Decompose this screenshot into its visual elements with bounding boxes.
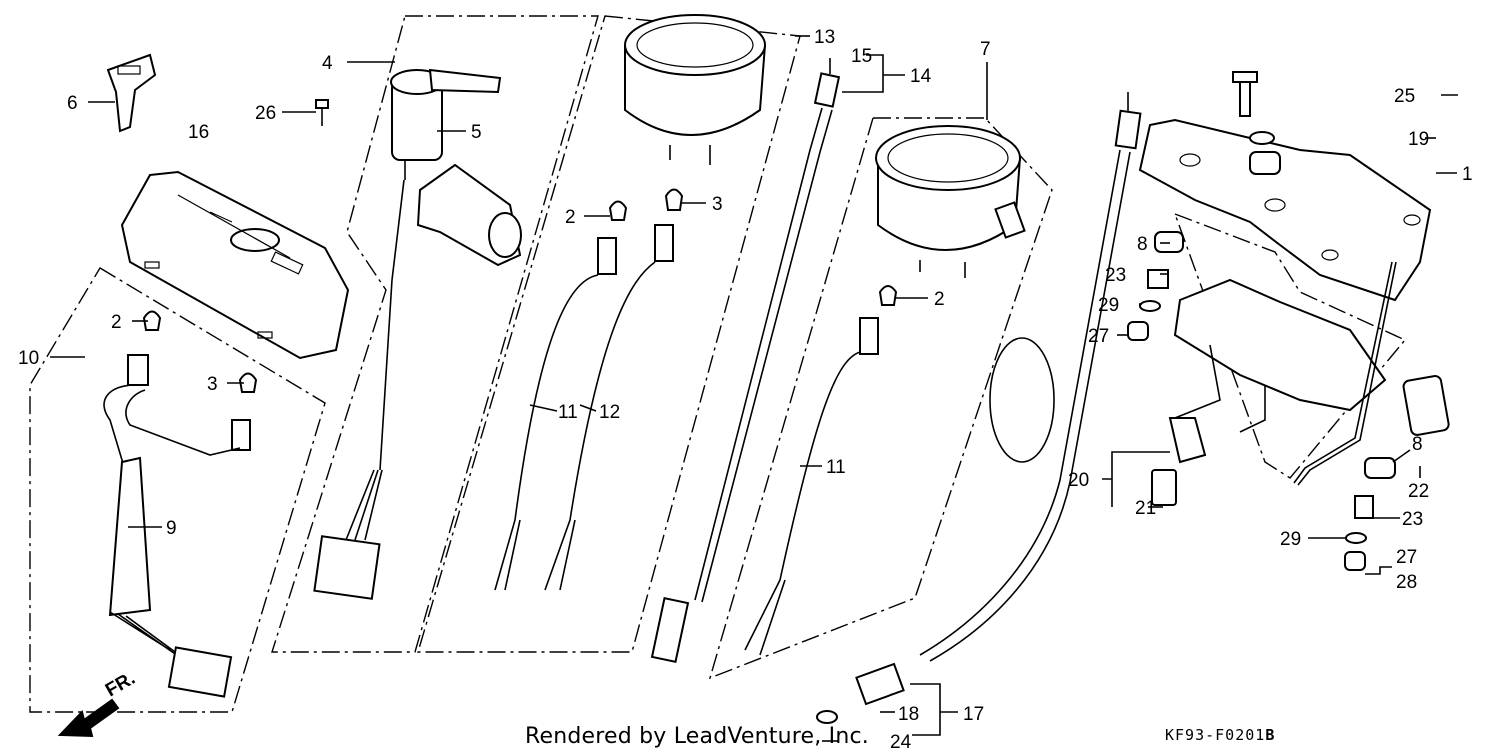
callout-8: 8: [1137, 234, 1148, 255]
callout-13: 13: [814, 27, 835, 48]
callout-3: 3: [207, 374, 218, 395]
callout-26: 26: [255, 103, 276, 124]
socket-11-part: [494, 237, 617, 591]
tachometer-part: [875, 125, 1026, 278]
callout-3: 3: [712, 194, 723, 215]
callout-1: 1: [1462, 164, 1473, 185]
callout-29: 29: [1098, 295, 1119, 316]
tachometer-cable-part: [816, 92, 1142, 724]
speedometer-cable-part: [650, 58, 841, 664]
group-outline-7: [708, 117, 1053, 680]
callout-17: 17: [963, 704, 984, 725]
indicator-harness-part: [103, 354, 251, 698]
bulb-2-left-part: [142, 310, 162, 331]
callout-18: 18: [898, 704, 919, 725]
speedometer-part: [624, 14, 766, 165]
callout-6: 6: [67, 93, 78, 114]
bulb-3-mid-part: [664, 188, 684, 211]
credit-text: Rendered by LeadVenture, Inc.: [525, 724, 869, 749]
callout-20: 20: [1068, 470, 1089, 491]
socket-12-part: [544, 224, 674, 591]
callout-labels: 1 2 2 2 3 3 4 5 6 7 8 8 9 10 11 11 12 13…: [18, 27, 1473, 753]
group-outline-4: [271, 15, 599, 653]
callout-11: 11: [826, 457, 846, 478]
callout-28: 28: [1396, 572, 1417, 593]
callout-15: 15: [851, 46, 872, 67]
screw-part: [315, 99, 329, 126]
callout-23: 23: [1402, 509, 1423, 530]
callout-22: 22: [1408, 481, 1429, 502]
callout-27: 27: [1396, 547, 1417, 568]
callout-9: 9: [166, 518, 177, 539]
key-part: [106, 53, 157, 133]
bulb-2-mid-part: [608, 200, 628, 221]
bulb-3-left-part: [238, 372, 258, 393]
callout-7: 7: [980, 39, 991, 60]
front-direction-arrow: FR.: [57, 668, 139, 738]
callout-24: 24: [890, 732, 912, 753]
diagram-code-suffix: B: [1265, 726, 1276, 744]
callout-12: 12: [599, 402, 620, 423]
callout-2: 2: [934, 289, 945, 310]
callout-29: 29: [1280, 529, 1301, 550]
diagram-code-prefix: KF93-F0201: [1165, 726, 1266, 744]
callout-27: 27: [1088, 326, 1109, 347]
callout-8: 8: [1412, 434, 1423, 455]
callout-10: 10: [18, 348, 39, 369]
callout-2: 2: [565, 207, 576, 228]
meter-cover-part: [120, 170, 350, 360]
socket-11b-part: [744, 317, 879, 656]
callout-16: 16: [188, 122, 209, 143]
callout-19: 19: [1408, 129, 1429, 150]
diagram-code: KF93-F0201B: [1165, 726, 1275, 744]
group-outline-10: [29, 267, 326, 713]
callout-23: 23: [1105, 265, 1126, 286]
callout-14: 14: [910, 66, 932, 87]
ignition-switch-part: [313, 68, 502, 600]
callout-25: 25: [1394, 86, 1415, 107]
callout-21: 21: [1135, 498, 1156, 519]
callout-2: 2: [111, 312, 122, 333]
group-outline-bracket: [1173, 212, 1407, 479]
meter-bracket-part: [1138, 118, 1432, 486]
callout-11: 11: [558, 402, 578, 423]
switch-cover-part: [416, 163, 522, 267]
bulb-2-right-part: [878, 285, 898, 306]
callout-4: 4: [322, 53, 333, 74]
callout-5: 5: [471, 122, 482, 143]
fr-label: FR.: [102, 668, 139, 701]
grommet-22-part: [1402, 375, 1450, 436]
leader-lines: [50, 35, 1458, 742]
